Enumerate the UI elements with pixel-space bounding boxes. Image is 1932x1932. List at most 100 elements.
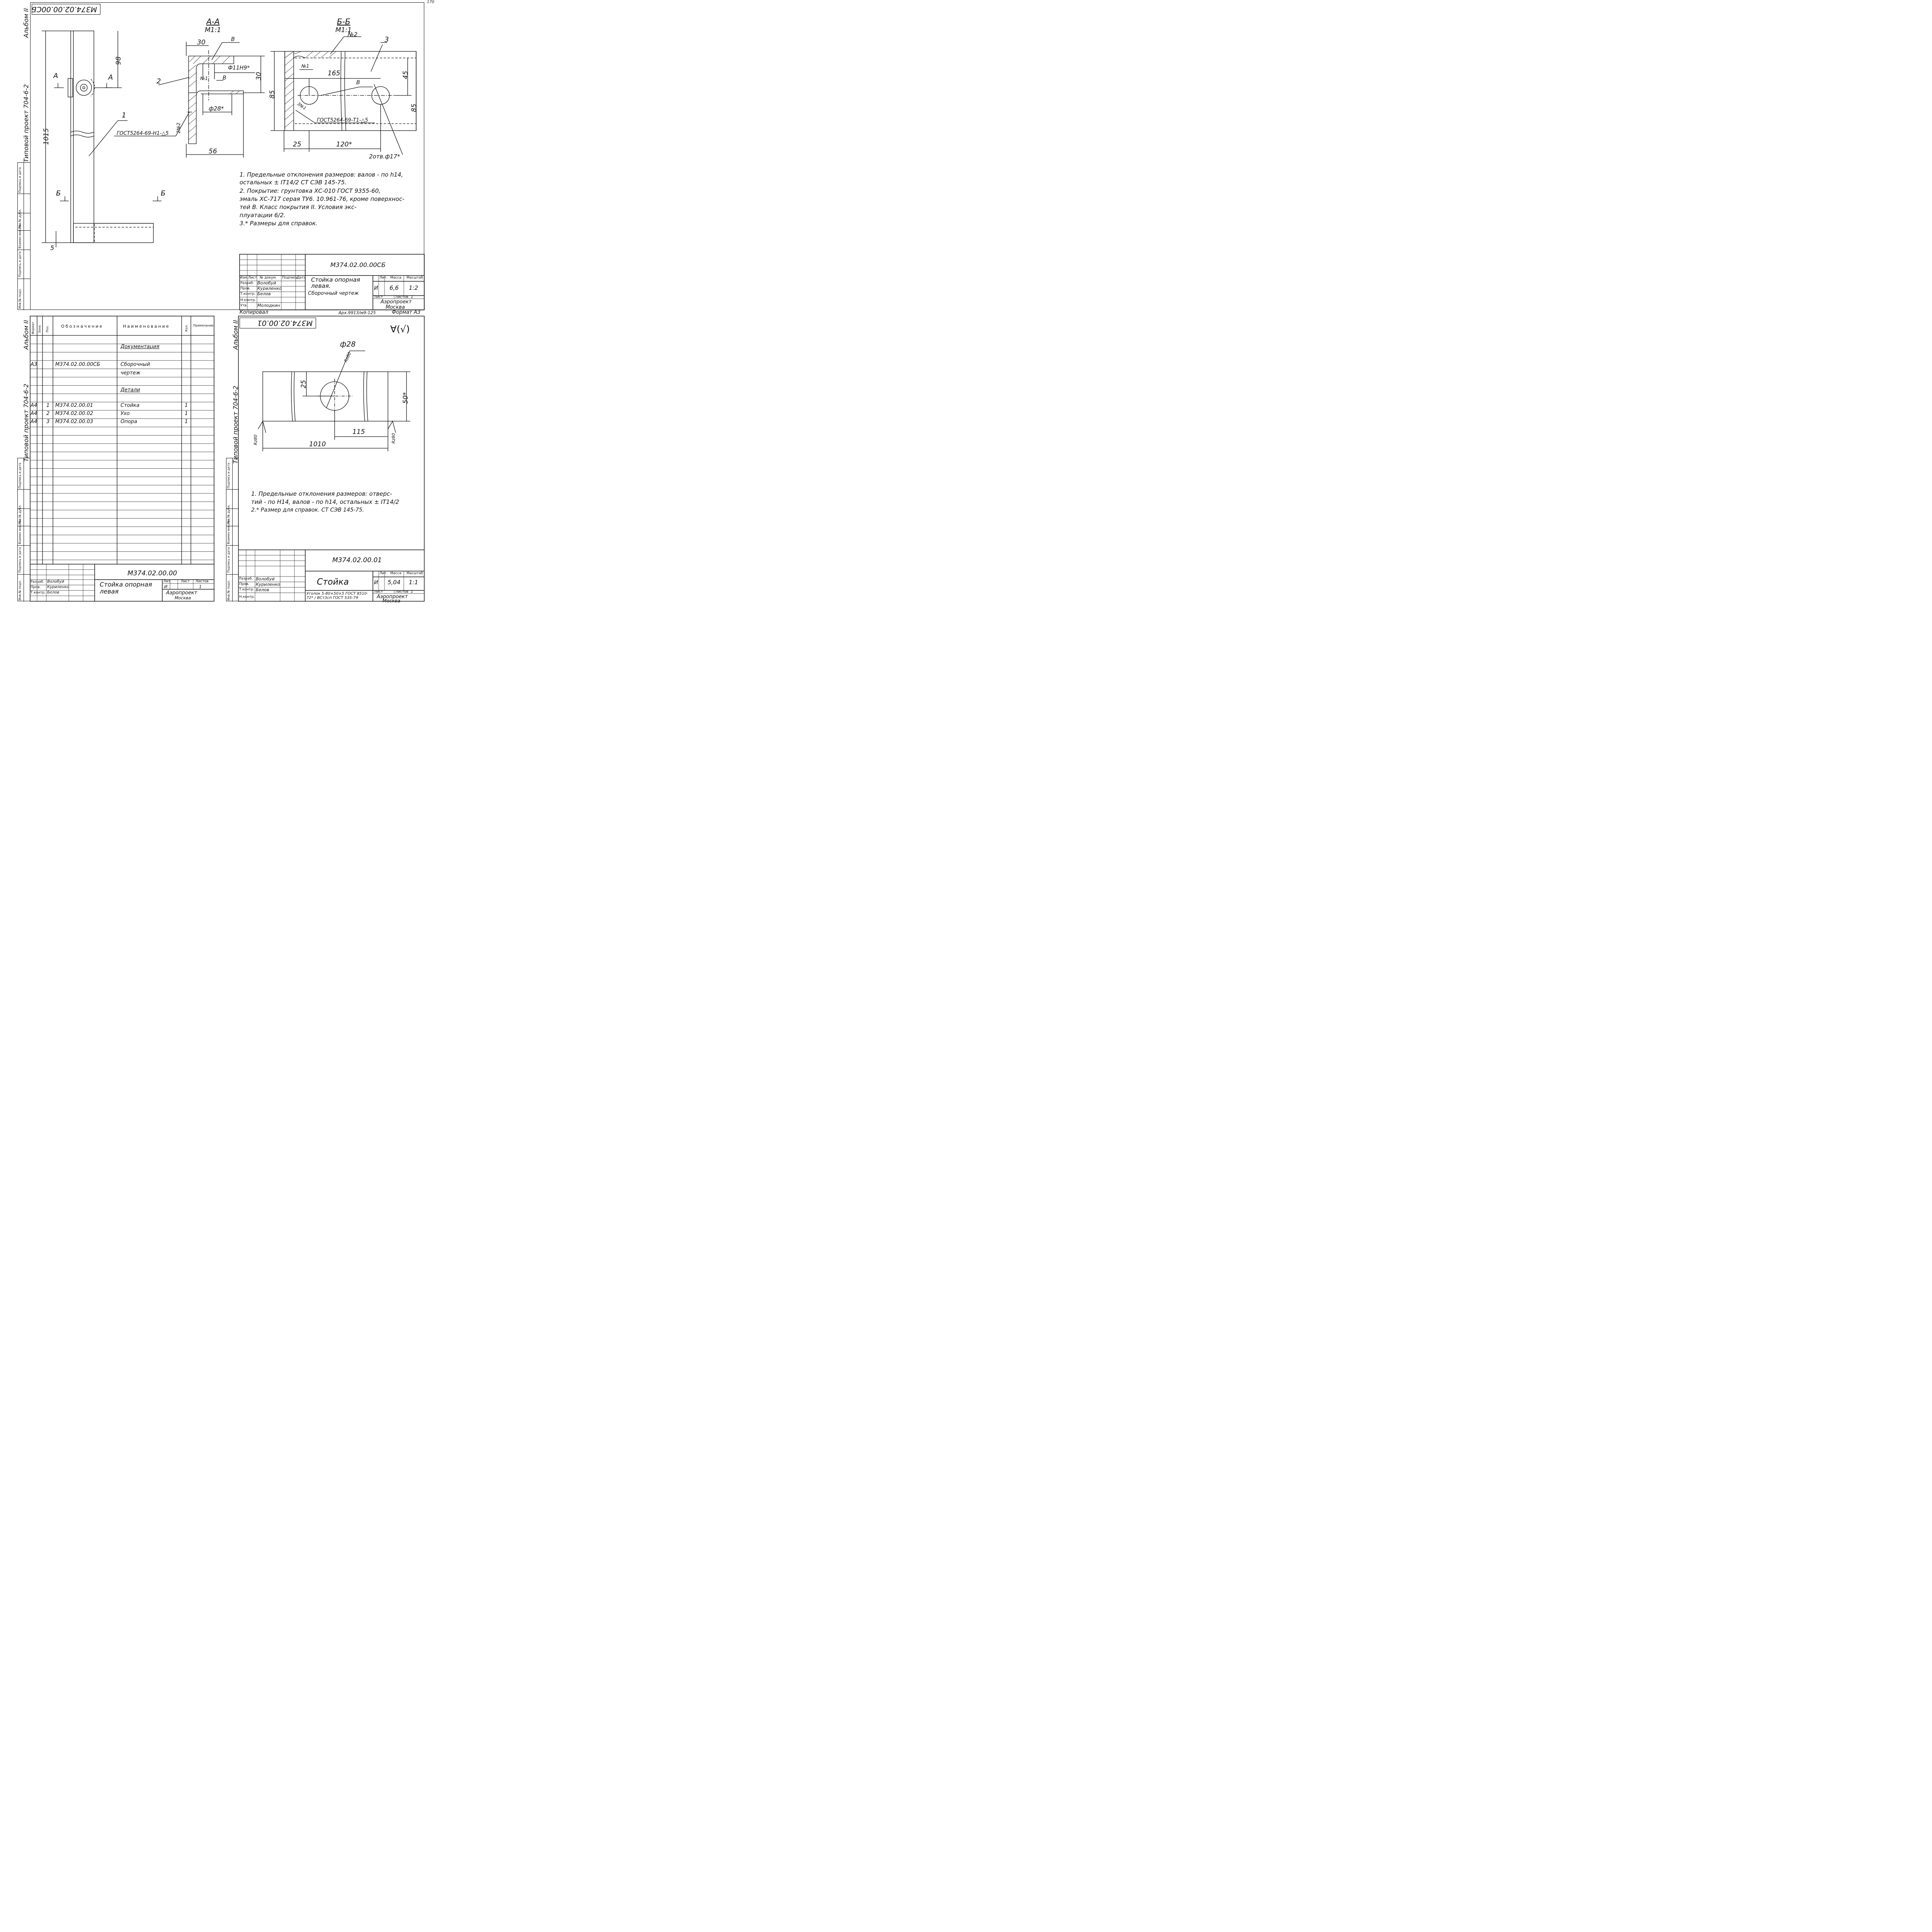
tb3-razrab: Волобуй (256, 577, 275, 582)
spec-qty: 1 (185, 419, 188, 425)
dim-1015: 1015 (43, 128, 50, 145)
tb-razrab-label: Разраб. (240, 281, 254, 285)
dim-56: 56 (209, 148, 217, 155)
tb2-prov-label: Пров. (31, 585, 41, 589)
tb-data: Дата (297, 276, 306, 280)
weld-symbol-1: ГОСТ5264-69-Н1-△5 (117, 131, 169, 136)
tb-doc-type: Сборочный чертеж (308, 291, 359, 296)
format-label: Формат А3 (392, 310, 421, 315)
section-mark-a-left: А (53, 72, 58, 80)
tb-name: Стойка опорная левая. (311, 276, 360, 289)
tb-razrab: Волобуй (257, 281, 276, 286)
spec-pos: 1 (46, 403, 50, 408)
inv-dubl-label: Инв.№ дубл. (18, 504, 22, 525)
tb3-org: Аэропроект (377, 594, 408, 600)
tb-prov: Куриленко (257, 286, 282, 291)
surface-v-3: В (356, 80, 360, 86)
podpis2-label: Подпись и дата (18, 463, 22, 488)
tb3-mass: 5,04 (388, 579, 401, 586)
spec-name: Документация (121, 344, 160, 350)
tb2-org: Аэропроект (166, 590, 197, 596)
tb-podp: Подпись (282, 276, 298, 280)
tb-izm: Изм. (240, 276, 248, 280)
tb3-mass-label: Масса (390, 571, 401, 575)
tb-ndoc: № докум. (260, 276, 277, 280)
tb3-prov-label: Пров. (239, 582, 250, 586)
tb3-name: Стойка (317, 577, 349, 587)
tb3-razrab-label: Разраб. (239, 577, 253, 581)
tb3-material: Уголок 5-80×50×5 ГОСТ 8510-72* / ВСт3сп … (306, 592, 368, 600)
dim-phi28: ф28* (209, 105, 224, 112)
position-1: 1 (122, 111, 126, 119)
weld-number-2: №2 (348, 31, 358, 38)
podpis2-label: Подпись и дата (227, 463, 230, 488)
margin-stamp-2: Инв.№ подл. Подпись и дата Взамен инв. №… (17, 458, 31, 602)
spec-pos: 2 (46, 411, 50, 417)
spec-designation: М374.02.00.02 (55, 411, 94, 417)
note-line: 2.* Размер для справок. СТ СЭВ 145-75. (251, 507, 364, 513)
inv-podl-label: Инв.№ подл. (18, 580, 22, 600)
inv-podl-label: Инв.№ подл. (227, 580, 230, 600)
tb-mass: 6,6 (389, 284, 399, 291)
project-label-2: Типовой проект 704-6-2 (22, 384, 30, 462)
tb3-lit-label: Лит. (379, 571, 388, 575)
tb-utv-label: Утв. (240, 304, 248, 308)
section-mark-b-right: Б (161, 189, 166, 197)
tb-org: Аэропроект (381, 299, 412, 305)
dim-phi11: Ф11Н9* (228, 65, 250, 71)
margin-stamp-3: Инв.№ подл. Подпись и дата Взамен инв. №… (226, 458, 239, 602)
album-label-2: Альбом II (22, 320, 30, 350)
tb2-designation: М374.02.00.00 (128, 570, 177, 577)
tb-scale-label: Масштаб (406, 276, 423, 280)
section-bb-scale: М1:1 (335, 26, 352, 34)
tb2-lit-label: Лит. (163, 580, 172, 583)
header-name: Наименование (123, 324, 170, 329)
tb-lit-label: Лит. (379, 276, 388, 280)
archive-number: Арх.9913/м9-125 (338, 310, 376, 315)
podpis-label: Подпись и дата (18, 547, 22, 573)
dim-30-side: 30 (255, 72, 263, 80)
inv-dubl-label: Инв.№ дубл. (227, 504, 230, 525)
tb2-lists-label: Листов (196, 580, 209, 583)
rotated-designation-3: М374.02.00.01 (240, 318, 316, 328)
roughness-rz80-right: Rz80 (391, 433, 396, 444)
dim-25-part: 25 (300, 380, 308, 388)
tb-designation: М374.02.00.00СБ (330, 261, 386, 269)
weld-number-1: №1 (200, 76, 208, 81)
tb2-razrab: Волобуй (47, 580, 65, 584)
spec-name: Ухо (121, 411, 130, 417)
note-line: 3.* Размеры для справок. (240, 220, 318, 227)
tb-scale: 1:2 (409, 284, 418, 291)
dim-165: 165 (328, 70, 340, 77)
position-2: 2 (156, 77, 161, 85)
spec-format: А4 (31, 419, 37, 425)
roughness-icon: ∀(√) (390, 324, 410, 335)
tb2-name: Стойка опорная левая (100, 581, 152, 595)
dim-5: 5 (50, 244, 54, 252)
dim-holes: 2отв.ф17* (369, 153, 400, 160)
weld-symbol-2: ГОСТ5264-69-Т1-△5 (317, 117, 368, 123)
header-zone: Зона (38, 325, 41, 333)
spec-name: Детали (121, 387, 140, 393)
dim-30-top: 30 (197, 39, 206, 46)
tb3-scale-label: Масштаб (406, 571, 423, 575)
spec-format: А4 (31, 403, 37, 408)
spec-qty: 1 (185, 403, 188, 408)
header-designation: Обозначение (61, 324, 104, 329)
tb2-tkontr-label: Т.контр. (31, 591, 46, 595)
header-note: Примечание (193, 324, 214, 327)
note-line: остальных ± IT14/2 СТ СЭВ 145-75. (240, 179, 347, 186)
copied-label: Копировал (240, 310, 269, 315)
tb2-razrab-label: Разраб. (31, 580, 44, 584)
tb2-city: Москва (175, 595, 191, 600)
note-line: 1. Предельные отклонения размеров: валов… (240, 171, 403, 178)
position-3: 3 (384, 36, 389, 44)
spec-format: А3 (31, 362, 37, 367)
page-number: 170 (427, 0, 434, 4)
note-line: эмаль ХС-717 серая ТУ6. 10.961-76, кроме… (240, 196, 405, 202)
dim-115-part: 115 (352, 428, 365, 436)
tb-nkontr-label: Н.контр. (240, 298, 256, 302)
spec-name: Сборочный (121, 362, 150, 367)
spec-designation: М374.02.00.00СБ (55, 362, 100, 367)
dim-1010-part: 1010 (309, 440, 326, 448)
